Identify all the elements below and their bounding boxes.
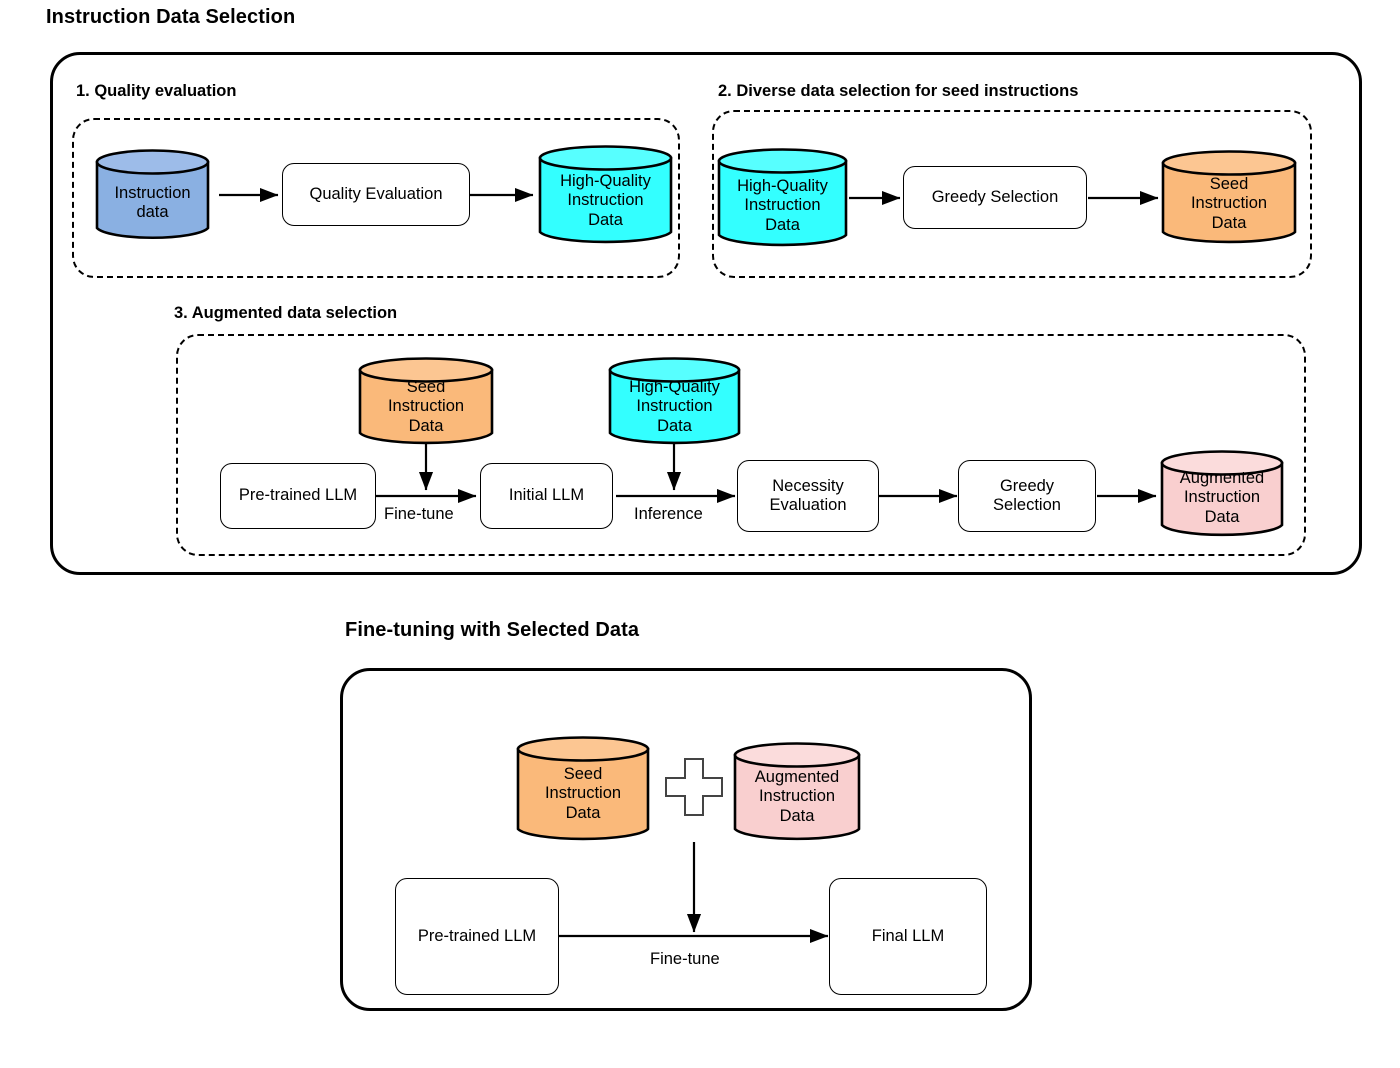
section-2-dashed-panel <box>712 110 1312 278</box>
section-3-heading: 3. Augmented data selection <box>174 304 398 322</box>
cylinder-high-quality-instruction-data-2[interactable]: High-Quality Instruction Data <box>717 148 848 248</box>
instruction-data-selection-panel <box>50 52 1362 575</box>
cylinder-seed-instruction-data-3[interactable]: Seed Instruction Data <box>516 736 650 842</box>
process-necessity-evaluation[interactable]: Necessity Evaluation <box>737 460 879 532</box>
edge-label-inference: Inference <box>634 505 703 523</box>
edge-label-fine-tune-2: Fine-tune <box>650 950 720 968</box>
process-label: Initial LLM <box>508 486 585 505</box>
process-greedy-selection-2[interactable]: Greedy Selection <box>958 460 1096 532</box>
process-label-line-1: Necessity <box>772 476 844 495</box>
process-final-llm[interactable]: Final LLM <box>829 878 987 995</box>
finetuning-section-title: Fine-tuning with Selected Data <box>345 619 640 641</box>
cylinder-seed-instruction-data-2[interactable]: Seed Instruction Data <box>358 357 494 446</box>
process-label: Pre-trained LLM <box>417 926 537 945</box>
plus-icon <box>663 756 725 818</box>
section-1-heading: 1. Quality evaluation <box>76 82 237 100</box>
cylinder-augmented-instruction-data-1[interactable]: Augmented Instruction Data <box>1160 450 1284 538</box>
process-pre-trained-llm-2[interactable]: Pre-trained LLM <box>395 878 559 995</box>
process-greedy-selection-1[interactable]: Greedy Selection <box>903 166 1087 229</box>
cylinder-instruction-data[interactable]: Instruction data <box>95 149 210 241</box>
process-pre-trained-llm-1[interactable]: Pre-trained LLM <box>220 463 376 529</box>
page-title: Instruction Data Selection <box>46 6 296 28</box>
finetuning-panel <box>340 668 1032 1011</box>
edge-label-fine-tune-1: Fine-tune <box>384 505 454 523</box>
process-label-line-2: Selection <box>993 496 1061 514</box>
section-3-dashed-panel <box>176 334 1306 556</box>
cylinder-seed-instruction-data-1[interactable]: Seed Instruction Data <box>1161 150 1297 245</box>
process-initial-llm[interactable]: Initial LLM <box>480 463 613 529</box>
cylinder-high-quality-instruction-data-3[interactable]: High-Quality Instruction Data <box>608 357 741 446</box>
section-2-heading: 2. Diverse data selection for seed instr… <box>718 82 1079 100</box>
process-label: Pre-trained LLM <box>238 486 358 505</box>
cylinder-high-quality-instruction-data-1[interactable]: High-Quality Instruction Data <box>538 145 673 245</box>
process-quality-evaluation[interactable]: Quality Evaluation <box>282 163 470 226</box>
process-label-line-1: Greedy <box>999 476 1055 495</box>
section-1-dashed-panel <box>72 118 680 278</box>
process-label-line-2: Evaluation <box>769 496 847 514</box>
process-label: Final LLM <box>871 926 945 945</box>
cylinder-augmented-instruction-data-2[interactable]: Augmented Instruction Data <box>733 742 861 842</box>
process-label: Quality Evaluation <box>309 184 443 203</box>
process-label: Greedy Selection <box>931 187 1059 206</box>
